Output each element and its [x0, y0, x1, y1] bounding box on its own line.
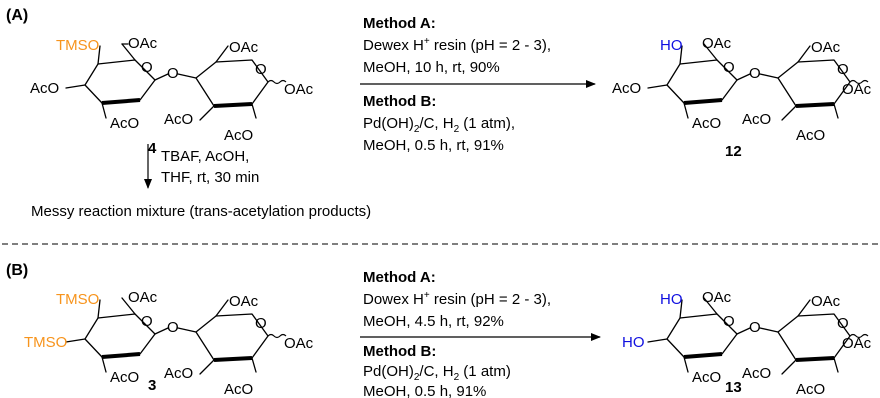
compound-12-structure: HO OAc O AcO AcO O OAc O AcO AcO OAc 12	[612, 35, 872, 160]
oac-group: OAc	[811, 39, 841, 56]
aco-group: AcO	[692, 115, 721, 132]
compound-number-4: 4	[148, 140, 157, 157]
side-reagents-line1: TBAF, AcOH,	[161, 148, 249, 165]
linkage-oxygen: O	[167, 319, 179, 336]
panel-b-method-b-line2: MeOH, 0.5 h, 91%	[363, 383, 486, 398]
side-reaction-result: Messy reaction mixture (trans-acetylatio…	[31, 203, 371, 220]
tmso-group: TMSO	[24, 334, 67, 351]
panel-a-label: (A)	[6, 7, 28, 24]
oac-group: OAc	[128, 35, 158, 52]
aco-group: AcO	[612, 80, 641, 97]
oac-group: OAc	[811, 293, 841, 310]
compound-4-structure: TMSO OAc O AcO AcO O OAc O AcO AcO OAc 4	[30, 35, 314, 157]
panel-b-method-b-line1: Pd(OH)2/C, H2 (1 atm)	[363, 363, 511, 383]
linkage-oxygen: O	[749, 65, 761, 82]
hydroxyl-group: HO	[622, 334, 645, 351]
aco-group: AcO	[110, 369, 139, 386]
linkage-oxygen: O	[167, 65, 179, 82]
panel-a-method-b-line2: MeOH, 0.5 h, rt, 91%	[363, 137, 504, 154]
aco-group: AcO	[164, 111, 193, 128]
oac-group: OAc	[284, 81, 314, 98]
aco-group: AcO	[224, 127, 253, 144]
oac-group: OAc	[128, 289, 158, 306]
ring-oxygen: O	[141, 59, 153, 76]
aco-group: AcO	[692, 369, 721, 386]
panel-b-method-a-line1: Dowex H+ resin (pH = 2 - 3),	[363, 290, 551, 308]
tmso-group: TMSO	[56, 37, 99, 54]
panel-a-method-b-title: Method B:	[363, 93, 436, 110]
linkage-oxygen: O	[749, 319, 761, 336]
aco-group: AcO	[30, 80, 59, 97]
aco-group: AcO	[110, 115, 139, 132]
ring-oxygen: O	[141, 313, 153, 330]
ring-oxygen: O	[723, 313, 735, 330]
ring-oxygen: O	[255, 315, 267, 332]
oac-group: OAc	[702, 35, 732, 52]
panel-a-method-b-line1: Pd(OH)2/C, H2 (1 atm),	[363, 115, 515, 135]
aco-group: AcO	[164, 365, 193, 382]
oac-group: OAc	[842, 81, 872, 98]
aco-group: AcO	[742, 111, 771, 128]
compound-13-structure: HO OAc O HO AcO O OAc O AcO AcO OAc 13	[622, 289, 872, 398]
panel-b-method-a-line2: MeOH, 4.5 h, rt, 92%	[363, 313, 504, 330]
compound-number-13: 13	[725, 379, 742, 396]
panel-b-method-b-title: Method B:	[363, 343, 436, 360]
panel-b-label: (B)	[6, 262, 28, 279]
hydroxyl-group: HO	[660, 291, 683, 308]
aco-group: AcO	[796, 381, 825, 398]
panel-a-method-a-line1: Dewex H+ resin (pH = 2 - 3),	[363, 36, 551, 54]
oac-group: OAc	[229, 293, 259, 310]
ring-oxygen: O	[837, 315, 849, 332]
compound-3-structure: TMSO OAc O TMSO AcO O OAc O AcO AcO OAc …	[24, 289, 314, 398]
panel-a-method-a-title: Method A:	[363, 15, 436, 32]
side-reagents-line2: THF, rt, 30 min	[161, 169, 259, 186]
compound-number-12: 12	[725, 143, 742, 160]
hydroxyl-group: HO	[660, 37, 683, 54]
aco-group: AcO	[796, 127, 825, 144]
oac-group: OAc	[702, 289, 732, 306]
compound-number-3: 3	[148, 377, 156, 394]
oac-group: OAc	[842, 335, 872, 352]
panel-a-method-a-line2: MeOH, 10 h, rt, 90%	[363, 59, 500, 76]
panel-b-method-a-title: Method A:	[363, 269, 436, 286]
aco-group: AcO	[224, 381, 253, 398]
ring-oxygen: O	[723, 59, 735, 76]
ring-oxygen: O	[837, 61, 849, 78]
tmso-group: TMSO	[56, 291, 99, 308]
oac-group: OAc	[284, 335, 314, 352]
ring-oxygen: O	[255, 61, 267, 78]
aco-group: AcO	[742, 365, 771, 382]
oac-group: OAc	[229, 39, 259, 56]
